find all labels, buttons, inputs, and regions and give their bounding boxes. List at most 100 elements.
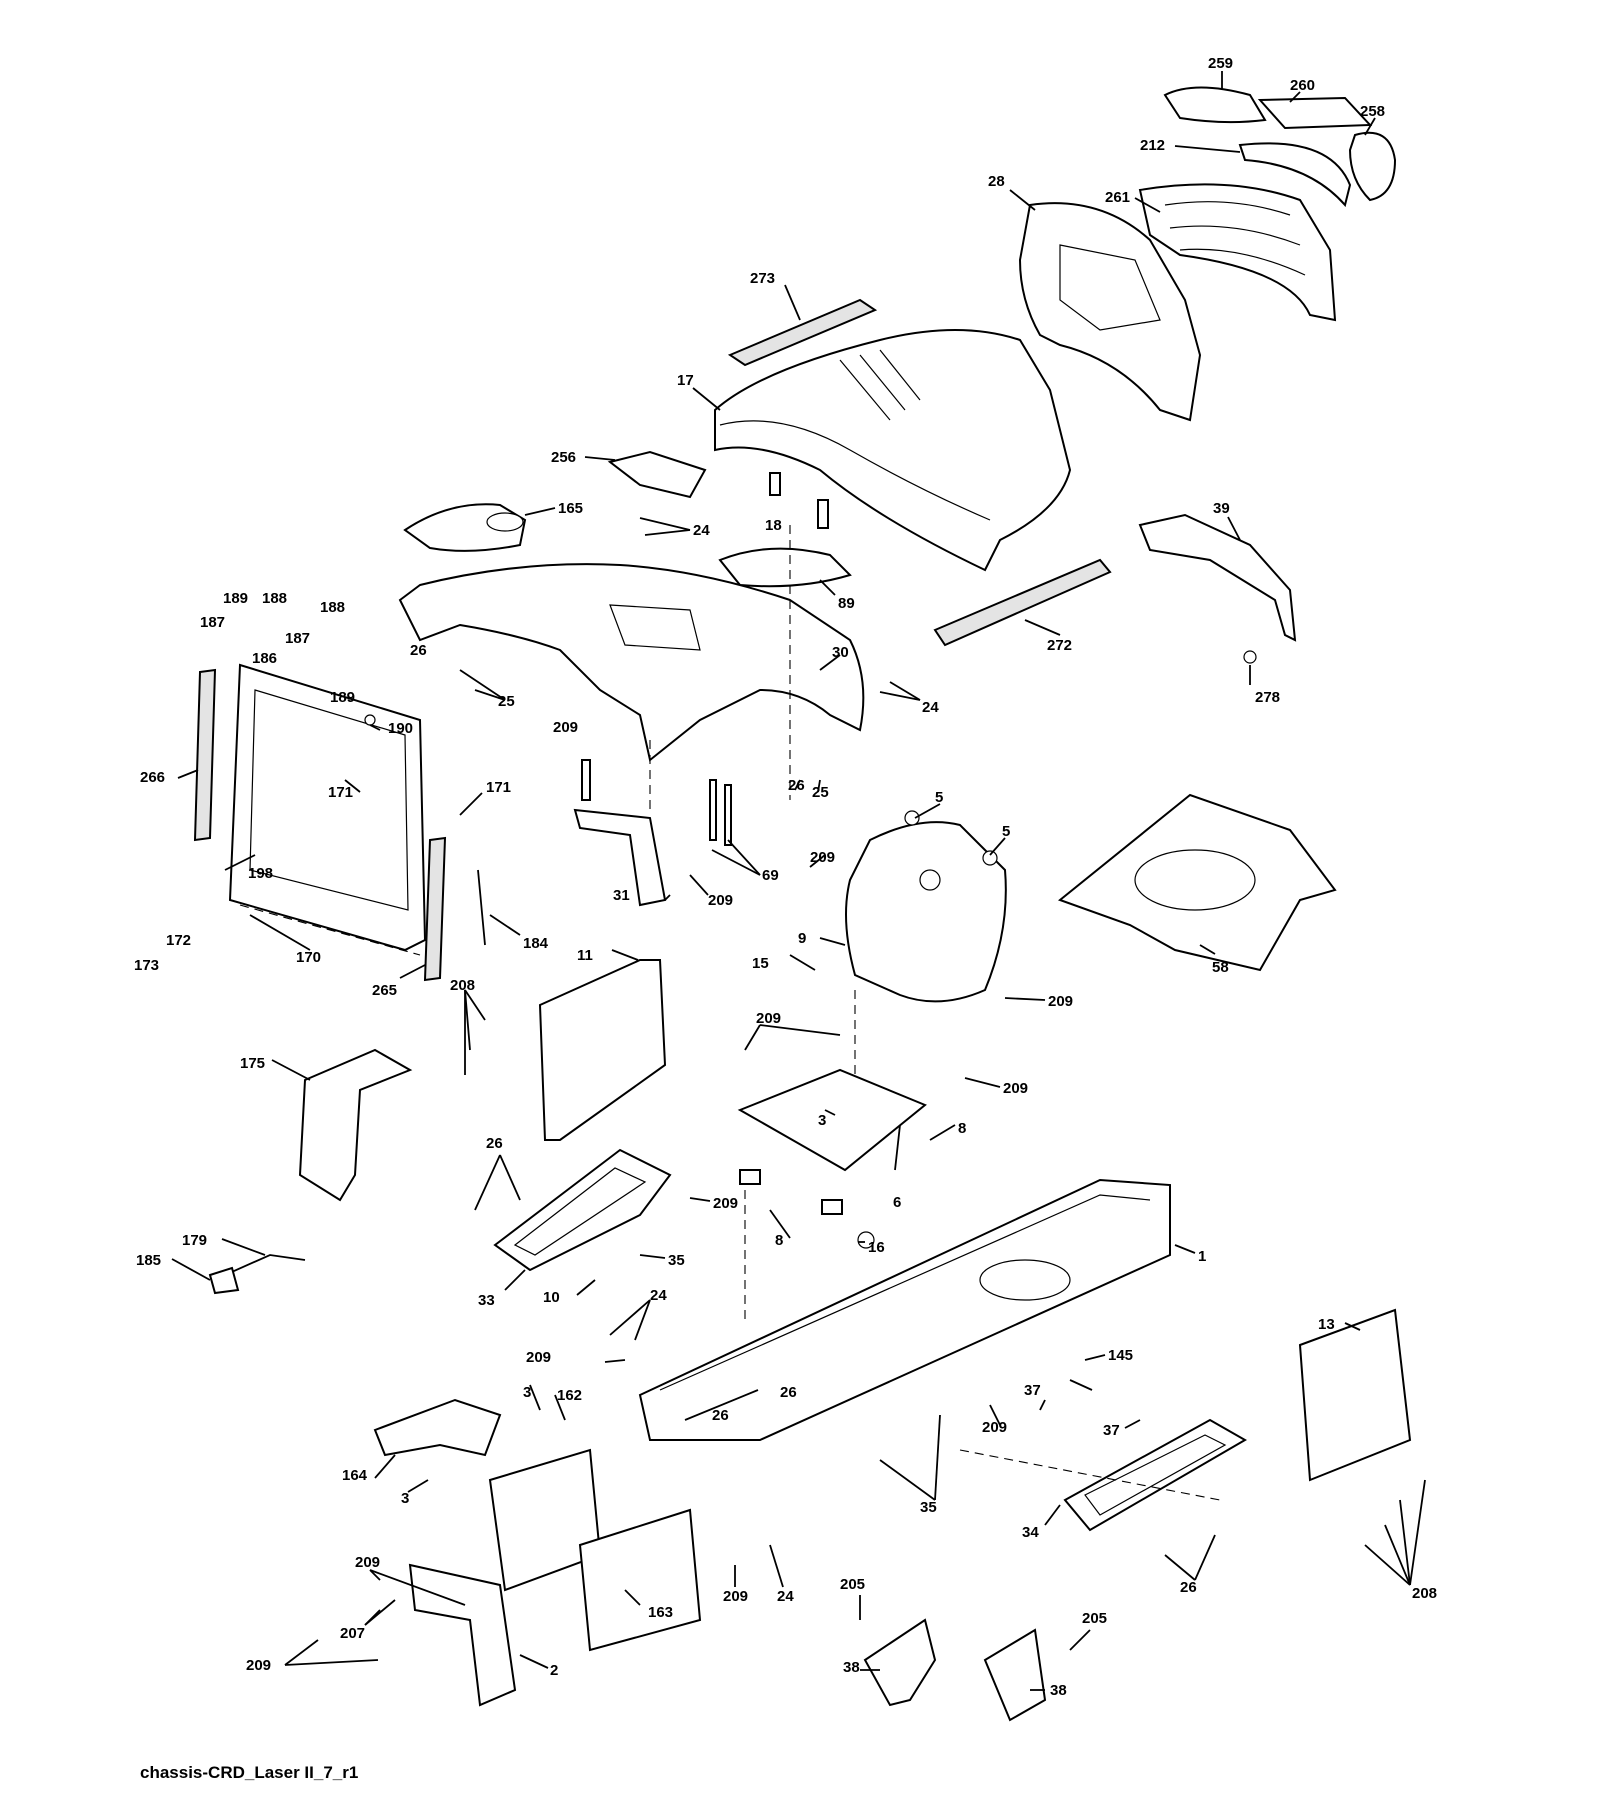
callout-26-b: 26 xyxy=(788,777,805,794)
part-1-opening xyxy=(979,1259,1071,1301)
callout-16: 16 xyxy=(868,1239,885,1256)
part-266-strip xyxy=(193,668,217,842)
callout-209-l: 209 xyxy=(246,1657,271,1674)
part-18a xyxy=(769,472,781,496)
leader-line xyxy=(789,954,816,971)
leader-line xyxy=(369,724,381,731)
leader-line xyxy=(711,849,761,876)
leader-line xyxy=(584,456,616,461)
callout-24-d: 24 xyxy=(777,1588,794,1605)
part-261-slot-2 xyxy=(1169,225,1301,246)
leader-line xyxy=(529,1384,541,1411)
leader-line xyxy=(692,387,721,411)
callout-209-c: 209 xyxy=(708,892,733,909)
part-5-knob-b xyxy=(982,850,998,866)
leader-line xyxy=(1134,197,1161,213)
part-6-plate xyxy=(737,1068,927,1172)
leader-line xyxy=(1069,1629,1091,1651)
leader-line xyxy=(1024,619,1061,636)
callout-278: 278 xyxy=(1255,689,1280,706)
leader-line xyxy=(819,654,841,671)
callout-187-a: 187 xyxy=(200,614,225,631)
leader-line xyxy=(759,1024,841,1036)
callout-33: 33 xyxy=(478,1292,495,1309)
leader-line xyxy=(1289,91,1301,103)
callout-259: 259 xyxy=(1208,55,1233,72)
callout-18: 18 xyxy=(765,517,782,534)
leader-line xyxy=(474,689,506,701)
leader-line xyxy=(364,1609,381,1626)
leader-line xyxy=(809,854,826,868)
callout-163: 163 xyxy=(648,1604,673,1621)
callout-171-a: 171 xyxy=(328,784,353,801)
part-212-strip xyxy=(1238,142,1352,208)
callout-39: 39 xyxy=(1213,500,1230,517)
leader-line xyxy=(684,1389,759,1421)
leader-line xyxy=(689,874,709,896)
leader-line xyxy=(744,1024,761,1051)
part-9-hole xyxy=(919,869,941,891)
leader-line xyxy=(817,779,821,793)
callout-209-b: 209 xyxy=(810,849,835,866)
callout-175: 175 xyxy=(240,1055,265,1072)
part-89-cover xyxy=(718,547,852,588)
parts-drawing xyxy=(193,86,1412,1722)
callout-198: 198 xyxy=(248,865,273,882)
part-8-clip-a xyxy=(739,1169,761,1185)
part-28-window xyxy=(1059,244,1161,331)
callout-3-a: 3 xyxy=(818,1112,826,1129)
callout-145: 145 xyxy=(1108,1347,1133,1364)
part-30-seatopening xyxy=(609,604,701,651)
part-179-lever xyxy=(224,1254,306,1276)
callout-24-b: 24 xyxy=(922,699,939,716)
leader-line xyxy=(499,1154,521,1201)
callout-209-i: 209 xyxy=(982,1419,1007,1436)
part-58-seatpan xyxy=(1057,793,1337,972)
diagram-caption: chassis-CRD_Laser II_7_r1 xyxy=(140,1763,359,1782)
part-5-knob-a xyxy=(904,810,920,826)
leader-line xyxy=(609,1299,651,1336)
part-163-panel xyxy=(578,1508,702,1652)
callout-209-g: 209 xyxy=(713,1195,738,1212)
part-17-hood xyxy=(714,329,1072,572)
part-28-grille-housing xyxy=(1018,202,1202,422)
part-2-bracket xyxy=(408,1563,517,1707)
callout-173: 173 xyxy=(134,957,159,974)
part-8-clip-b xyxy=(821,1199,843,1215)
leader-line xyxy=(407,1479,429,1493)
callout-13: 13 xyxy=(1318,1316,1335,1333)
leader-line xyxy=(1399,1499,1411,1586)
callout-8-a: 8 xyxy=(958,1120,966,1137)
leader-line xyxy=(664,894,671,901)
leader-line xyxy=(554,1394,566,1421)
callout-209-d: 209 xyxy=(1048,993,1073,1010)
callout-261: 261 xyxy=(1105,189,1130,206)
leader-line xyxy=(284,1639,319,1666)
part-34-inner xyxy=(1084,1434,1227,1516)
leader-line xyxy=(1199,944,1216,955)
part-265-strip xyxy=(423,836,447,982)
part-11-panel xyxy=(538,959,667,1141)
leader-line xyxy=(1384,1524,1411,1586)
part-17-edge xyxy=(719,420,991,521)
callout-258: 258 xyxy=(1360,103,1385,120)
callout-25-a: 25 xyxy=(498,693,515,710)
part-273-vent xyxy=(727,298,878,367)
callout-208-b: 208 xyxy=(1412,1585,1437,1602)
part-39-bracket xyxy=(1138,513,1297,642)
leader-line xyxy=(894,1124,901,1171)
leader-line xyxy=(1174,1244,1196,1254)
callout-260: 260 xyxy=(1290,77,1315,94)
leader-line xyxy=(624,1589,641,1606)
callout-162: 162 xyxy=(557,1387,582,1404)
callout-209-a: 209 xyxy=(553,719,578,736)
assembly-lines xyxy=(239,525,1221,1501)
callout-38-a: 38 xyxy=(843,1659,860,1676)
leader-line xyxy=(464,989,486,1021)
callout-26-c: 26 xyxy=(486,1135,503,1152)
callout-187-b: 187 xyxy=(285,630,310,647)
callout-25-b: 25 xyxy=(812,784,829,801)
callout-5-a: 5 xyxy=(935,789,943,806)
callout-3-b: 3 xyxy=(523,1384,531,1401)
callout-208-a: 208 xyxy=(450,977,475,994)
